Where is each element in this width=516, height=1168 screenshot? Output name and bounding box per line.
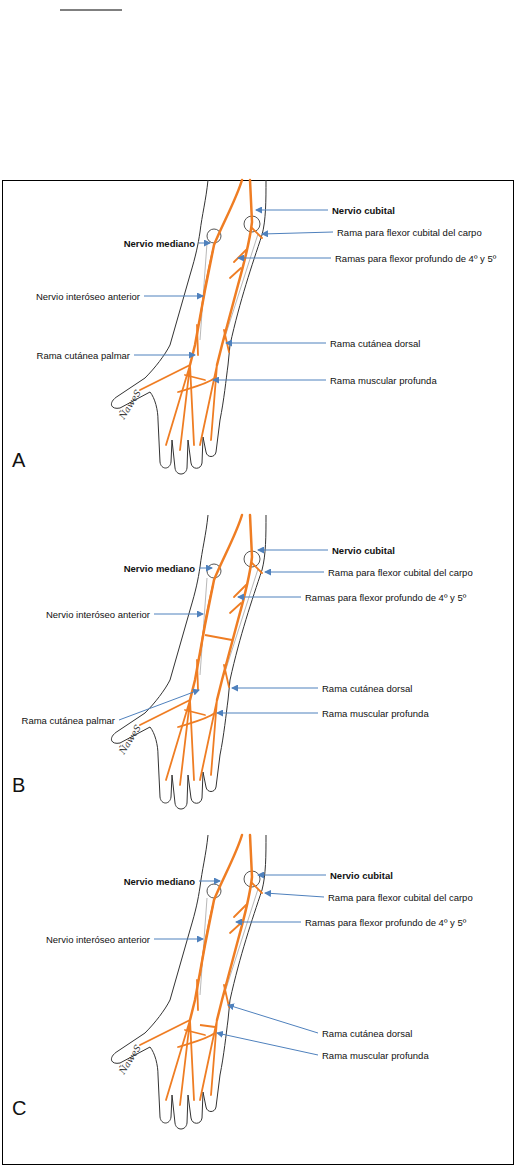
- nerve-label: Rama cutánea dorsal: [330, 338, 420, 349]
- nerve-label: Rama cutánea palmar: [37, 350, 130, 361]
- nerve-label: Rama muscular profunda: [330, 375, 437, 386]
- nerve-label: Nervio mediano: [124, 238, 195, 249]
- nerve-label: Nervio cubital: [332, 205, 395, 216]
- signature: ÑaweS: [117, 1043, 144, 1076]
- nerve-label: Rama muscular profunda: [322, 1050, 429, 1061]
- nerve-label: Ramas para flexor profundo de 4º y 5º: [335, 253, 496, 264]
- panel-letter: C: [12, 1097, 26, 1119]
- panel-letter: B: [12, 774, 25, 796]
- nerve-label: Ramas para flexor profundo de 4º y 5º: [305, 592, 466, 603]
- nerve-label: Ramas para flexor profundo de 4º y 5º: [305, 917, 466, 928]
- nerve-label: Nervio mediano: [124, 876, 195, 887]
- nerve-label: Rama muscular profunda: [322, 708, 429, 719]
- nerve-label: Rama para flexor cubital del carpo: [337, 227, 482, 238]
- signature: ÑaweS: [117, 723, 144, 756]
- nerve-label: Rama para flexor cubital del carpo: [328, 892, 473, 903]
- nerve-label: Nervio interóseo anterior: [36, 291, 140, 302]
- nerve-label: Nervio interóseo anterior: [46, 934, 150, 945]
- nerve-label: Nervio cubital: [330, 870, 393, 881]
- nerve-label: Nervio mediano: [124, 563, 195, 574]
- nerve-label: Rama cutánea dorsal: [322, 683, 412, 694]
- nerve-label: Nervio cubital: [332, 545, 395, 556]
- signature: ÑaweS: [117, 388, 144, 421]
- nerve-label: Rama cutánea dorsal: [322, 1028, 412, 1039]
- panel-letter: A: [12, 449, 25, 471]
- nerve-label: Rama para flexor cubital del carpo: [328, 567, 473, 578]
- nerve-label: Nervio interóseo anterior: [46, 609, 150, 620]
- nerve-label: Rama cutánea palmar: [22, 715, 115, 726]
